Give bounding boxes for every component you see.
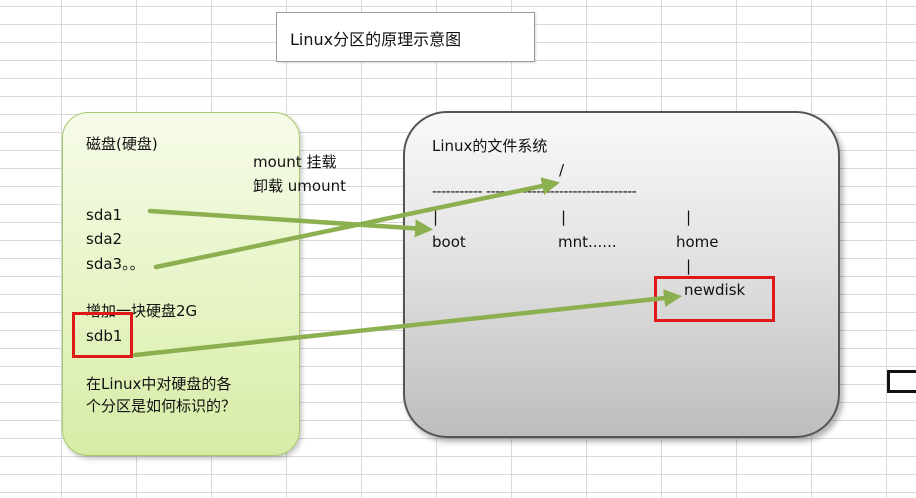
filesystem-box xyxy=(403,111,840,438)
tree-pipe-home: | xyxy=(686,208,692,226)
cut-off-shape xyxy=(887,370,916,393)
arrow-sda3-to-root xyxy=(153,177,560,270)
diagram-title: Linux分区的原理示意图 xyxy=(290,30,462,49)
mount-label: mount 挂载 xyxy=(253,153,337,171)
umount-label: 卸载 umount xyxy=(253,177,346,195)
title-box: Linux分区的原理示意图 xyxy=(276,12,535,62)
dir-newdisk: newdisk xyxy=(684,281,746,299)
partition-sda3: sda3。。 xyxy=(86,255,145,273)
disk-box xyxy=(62,112,300,456)
tree-pipe-newdisk: | xyxy=(686,257,692,275)
sdb1-highlight-box xyxy=(72,312,133,358)
arrow-sdb1-to-newdisk xyxy=(132,289,683,358)
dir-boot: boot xyxy=(432,233,466,251)
tree-pipe-boot: | xyxy=(433,208,439,226)
partition-sda1: sda1 xyxy=(86,206,123,224)
question-line-1: 在Linux中对硬盘的各 xyxy=(86,375,232,393)
partition-sda2: sda2 xyxy=(86,230,123,248)
question-line-2: 个分区是如何标识的？ xyxy=(86,397,237,415)
tree-pipe-mnt: | xyxy=(561,208,567,226)
dir-mnt: mnt...... xyxy=(558,233,617,251)
arrow-sda1-to-boot xyxy=(147,208,434,238)
tree-dash-line: ----------- ----------------------------… xyxy=(432,184,637,200)
filesystem-heading: Linux的文件系统 xyxy=(432,137,548,155)
partition-sdb1: sdb1 xyxy=(86,327,123,345)
dir-home: home xyxy=(676,233,719,251)
disk-heading: 磁盘(硬盘) xyxy=(86,135,158,153)
add-disk-text: 增加一块硬盘2G xyxy=(86,302,198,320)
root-slash: / xyxy=(559,161,565,179)
